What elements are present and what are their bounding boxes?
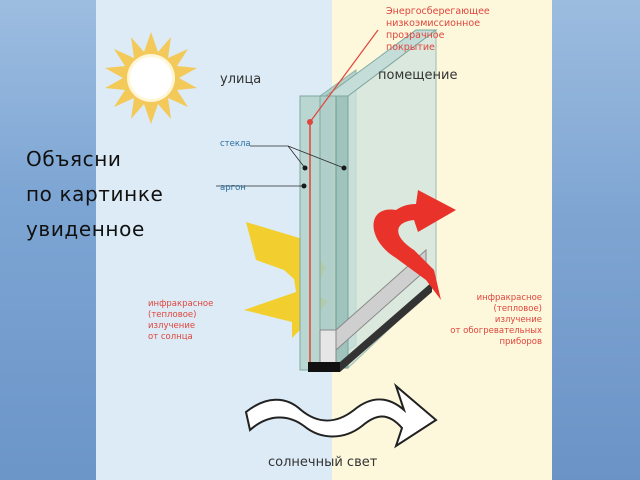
label-sunlight: солнечный свет	[268, 455, 378, 470]
label-ir-sun-line: от солнца	[148, 332, 193, 342]
label-glass: стекла	[220, 139, 251, 149]
heater-ir-arrow-icon	[373, 190, 456, 300]
sun-icon	[105, 32, 197, 124]
label-ir-sun: инфракрасное (тепловое) излучение от сол…	[148, 299, 213, 342]
caption-line: по картинке	[26, 182, 164, 206]
glazing-unit	[299, 29, 438, 372]
pointer-lines	[216, 145, 345, 187]
label-ir-sun-line: (тепловое)	[148, 310, 196, 320]
label-ir-heaters: инфракрасное (тепловое) излучение от обо…	[450, 293, 542, 347]
label-coating-line: Энергосберегающее	[386, 6, 490, 17]
label-ir-sun-line: излучение	[148, 321, 195, 331]
slide-caption: Объясни по картинке увиденное	[26, 142, 163, 247]
label-coating-line: низкоэмиссионное	[386, 18, 480, 29]
caption-line: увиденное	[26, 217, 145, 241]
sunlight-arrow-icon	[244, 382, 438, 449]
double-glazing-diagram: улица помещение Энергосберегающее низкоэ…	[96, 0, 552, 480]
slide-background-left	[0, 0, 96, 480]
label-inside: помещение	[378, 68, 457, 83]
label-ir-heaters-line: приборов	[499, 337, 542, 347]
label-ir-heaters-line: от обогревательных	[450, 326, 542, 336]
label-outside: улица	[220, 72, 261, 87]
slide-background-right	[552, 0, 640, 480]
label-coating-line: прозрачное	[386, 30, 445, 41]
label-coating-line: покрытие	[386, 42, 435, 53]
label-ir-heaters-line: (тепловое)	[494, 304, 542, 314]
label-ir-heaters-line: излучение	[495, 315, 542, 325]
caption-line: Объясни	[26, 147, 122, 171]
label-ir-heaters-line: инфракрасное	[477, 293, 542, 303]
label-ir-sun-line: инфракрасное	[148, 299, 213, 309]
label-argon: аргон	[220, 183, 246, 193]
label-coating: Энергосберегающее низкоэмиссионное прозр…	[386, 6, 490, 53]
